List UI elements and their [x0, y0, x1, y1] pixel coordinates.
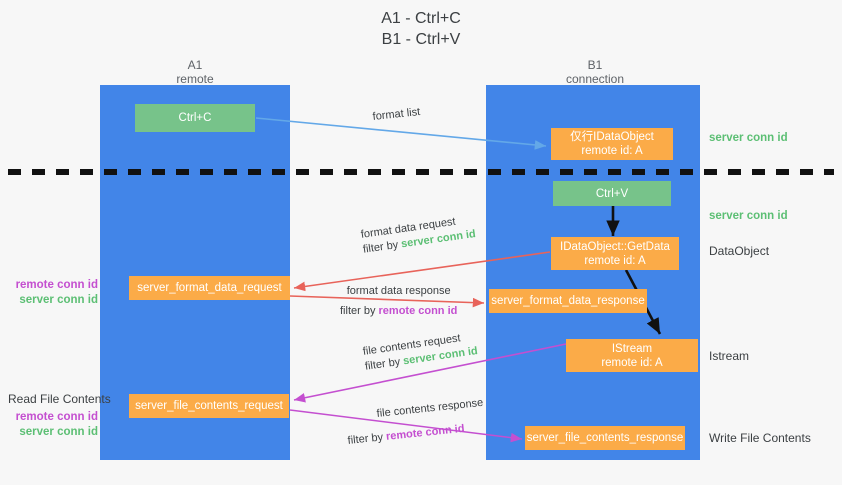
node-ctrl-v[interactable]: Ctrl+V	[553, 181, 671, 206]
edge-label-file-contents-request: file contents request filter by server c…	[362, 329, 479, 375]
node-server-file-contents-response[interactable]: server_file_contents_response	[525, 426, 685, 450]
column-header-b1-sub: connection	[565, 72, 625, 86]
edge-label-format-data-response: format data response filter by remote co…	[340, 284, 457, 319]
edge-label-format-data-request: format data request filter by server con…	[360, 212, 477, 258]
node-idataobject-line-1: 仅行IDataObject	[570, 131, 654, 143]
node-istream-line-1: IStream	[611, 342, 653, 355]
column-header-a1-name: A1	[187, 58, 203, 72]
node-ctrl-v-label: Ctrl+V	[595, 187, 629, 200]
edge-label-format-data-response-title: format data response	[346, 285, 451, 297]
left-label-server-conn-id-1: server conn id	[19, 294, 98, 306]
node-server-format-data-request-label: server_format_data_request	[137, 282, 282, 294]
node-server-file-contents-request[interactable]: server_file_contents_request	[129, 394, 289, 418]
left-label-group-file: remote conn id server conn id	[10, 410, 98, 440]
node-idataobject[interactable]: 仅行IDataObject remote id: A	[551, 128, 673, 160]
node-ctrl-c-label: Ctrl+C	[178, 112, 212, 124]
edge-label-file-contents-response-filter: filter by remote conn id	[347, 422, 465, 449]
edge-label-file-contents-response: file contents response	[376, 396, 484, 422]
node-server-file-contents-request-label: server_file_contents_request	[135, 400, 283, 412]
column-header-b1: B1 connection	[535, 58, 655, 86]
node-istream-line-2: remote id: A	[601, 356, 663, 369]
node-server-format-data-request[interactable]: server_format_data_request	[129, 276, 290, 300]
left-label-server-conn-id-2: server conn id	[19, 426, 98, 438]
node-istream[interactable]: IStream remote id: A	[566, 339, 698, 372]
left-label-remote-conn-id-1: remote conn id	[15, 279, 98, 291]
edge-label-format-list: format list	[372, 106, 421, 123]
right-label-write-file-contents: Write File Contents	[709, 431, 811, 445]
left-label-group-format: remote conn id server conn id	[10, 278, 98, 308]
column-header-a1: A1 remote	[135, 58, 255, 86]
filter-prefix: filter by	[347, 430, 387, 447]
right-label-server-conn-id-top: server conn id	[709, 132, 788, 144]
right-label-istream: Istream	[709, 349, 750, 363]
node-server-format-data-response[interactable]: server_format_data_response	[489, 289, 647, 313]
filter-prefix: filter by	[340, 305, 379, 317]
filter-value-remote-conn-id: remote conn id	[385, 422, 466, 443]
left-label-read-file-contents: Read File Contents	[8, 392, 111, 406]
page-title: A1 - Ctrl+C B1 - Ctrl+V	[0, 8, 842, 50]
node-server-format-data-response-label: server_format_data_response	[491, 295, 645, 307]
node-ctrl-c[interactable]: Ctrl+C	[135, 104, 255, 132]
node-server-file-contents-response-label: server_file_contents_response	[526, 432, 684, 444]
node-idataobject-line-2: remote id: A	[581, 145, 643, 157]
node-idataobject-getdata[interactable]: IDataObject::GetData remote id: A	[551, 237, 679, 270]
edge-label-format-data-response-filter: filter by remote conn id	[340, 304, 457, 319]
filter-value-remote-conn-id: remote conn id	[378, 305, 458, 317]
column-header-a1-sub: remote	[176, 72, 214, 86]
title-line-2: B1 - Ctrl+V	[381, 31, 461, 48]
column-header-b1-name: B1	[587, 58, 603, 72]
filter-prefix: filter by	[362, 238, 403, 256]
left-label-remote-conn-id-2: remote conn id	[15, 411, 98, 423]
right-label-server-conn-id-mid: server conn id	[709, 210, 788, 222]
filter-prefix: filter by	[364, 355, 405, 373]
right-label-dataobject: DataObject	[709, 244, 770, 258]
node-getdata-line-1: IDataObject::GetData	[560, 240, 670, 253]
edge-label-file-contents-response-title: file contents response	[376, 396, 484, 420]
title-line-1: A1 - Ctrl+C	[381, 10, 461, 27]
node-getdata-line-2: remote id: A	[584, 254, 646, 267]
